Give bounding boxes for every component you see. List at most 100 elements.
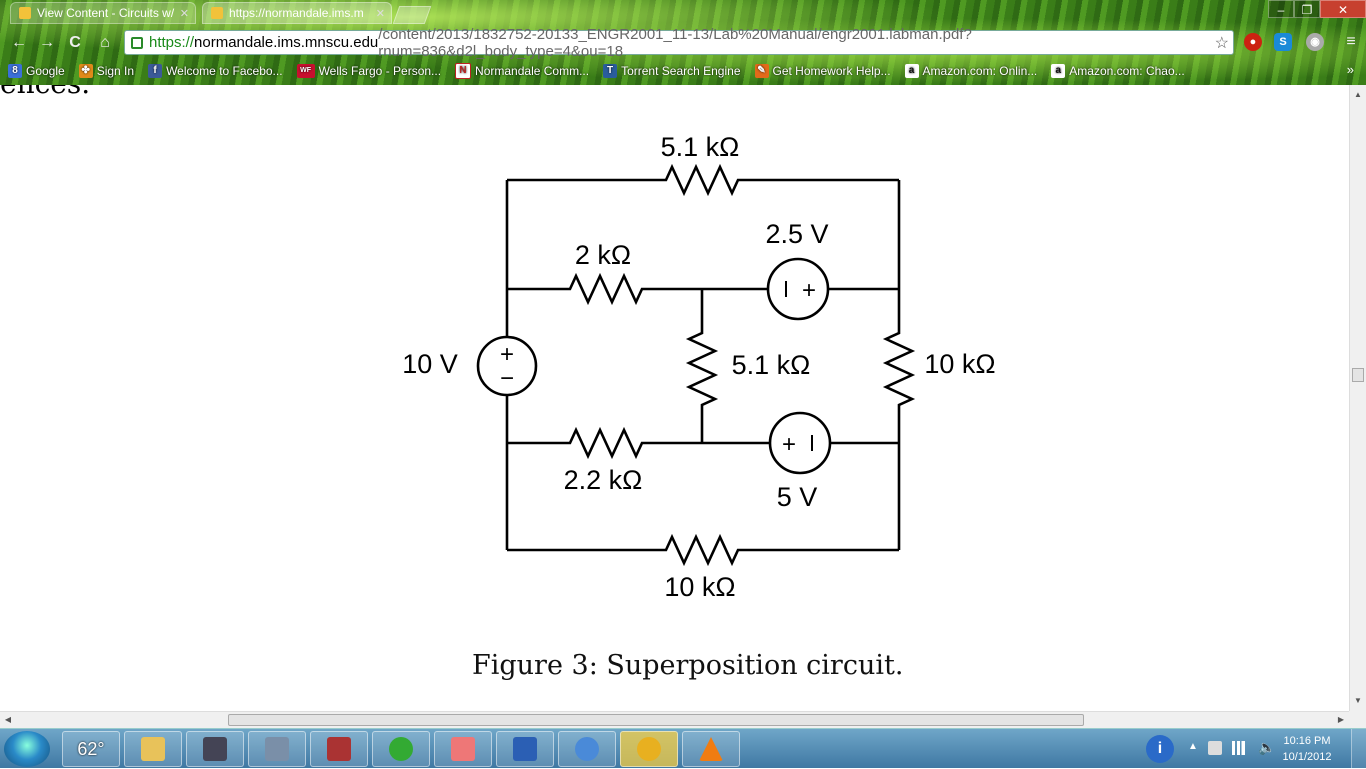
tray-device-icon[interactable]: [1208, 741, 1222, 755]
tab-view-content[interactable]: View Content - Circuits w/ ✕: [10, 2, 196, 24]
app-icon: [451, 737, 475, 761]
taskbar-music[interactable]: [186, 731, 244, 767]
bookmarks-overflow-icon[interactable]: »: [1346, 62, 1354, 77]
horizontal-scrollbar[interactable]: ◀ ▶: [0, 711, 1349, 728]
bookmark-homework-help[interactable]: ✎Get Homework Help...: [754, 64, 891, 78]
wire-mid-lower: [507, 426, 770, 460]
bookmark-star-icon[interactable]: ☆: [1214, 34, 1229, 52]
tab-pdf[interactable]: https://normandale.ims.m ✕: [202, 2, 392, 24]
wire-top: [507, 163, 899, 197]
tab-close-icon[interactable]: ✕: [375, 7, 385, 20]
source-10v: [476, 335, 538, 397]
tray-expand-icon[interactable]: ▲: [1188, 741, 1198, 752]
sun-favicon-icon: [211, 7, 223, 19]
label-v-2-5: 2.5 V: [765, 219, 828, 249]
vlc-icon: [699, 737, 723, 761]
network-icon: [265, 737, 289, 761]
scroll-down-icon[interactable]: ▼: [1354, 696, 1362, 705]
pdf-viewer: ences. +: [0, 85, 1349, 711]
adblock-icon[interactable]: ●: [1244, 33, 1262, 51]
start-button[interactable]: [4, 731, 50, 767]
minimize-button[interactable]: –: [1268, 0, 1294, 18]
taskbar-itunes[interactable]: [558, 731, 616, 767]
label-r-top: 5.1 kΩ: [661, 132, 740, 162]
forward-icon[interactable]: →: [39, 34, 55, 51]
taskbar-winrar[interactable]: [310, 731, 368, 767]
info-icon[interactable]: i: [1146, 735, 1174, 763]
label-r-2-2k: 2.2 kΩ: [564, 465, 643, 495]
scrollbar-corner: [1349, 711, 1366, 728]
system-clock[interactable]: 10:16 PM 10/1/2012: [1272, 733, 1342, 765]
taskbar-utorrent[interactable]: [372, 731, 430, 767]
menu-icon[interactable]: ≡: [1346, 33, 1356, 50]
vertical-scrollbar[interactable]: ▲ ▼: [1349, 85, 1366, 711]
scroll-right-icon[interactable]: ▶: [1337, 715, 1345, 724]
home-icon[interactable]: ⌂: [100, 34, 110, 51]
address-bar[interactable]: https:// normandale.ims.mnscu.edu /conte…: [124, 26, 1234, 60]
source-5v: [768, 411, 832, 475]
sun-favicon-icon: [19, 7, 31, 19]
amazon-icon: a: [904, 64, 919, 78]
url-path: /content/2013/1832752-20133_ENGR2001_11-…: [378, 25, 972, 60]
taskbar-app[interactable]: [434, 731, 492, 767]
taskbar-weather-gadget[interactable]: 62°: [62, 731, 120, 767]
taskbar-word[interactable]: [496, 731, 554, 767]
tab-title: https://normandale.ims.m: [229, 6, 364, 20]
tab-close-icon[interactable]: ✕: [179, 7, 189, 20]
vertical-scroll-thumb[interactable]: [1352, 368, 1364, 382]
winrar-icon: [327, 737, 351, 761]
label-v-10: 10 V: [402, 349, 458, 379]
taskbar-chrome[interactable]: [620, 731, 678, 767]
wire-mid-upper: [507, 272, 768, 306]
source-2-5v-plus: +: [802, 277, 816, 304]
taskbar-network[interactable]: [248, 731, 306, 767]
show-desktop-button[interactable]: [1351, 729, 1366, 769]
itunes-icon: [575, 737, 599, 761]
source-5v-plus: +: [782, 431, 796, 458]
chrome-icon: [637, 737, 661, 761]
clock-time: 10:16 PM: [1283, 735, 1331, 747]
music-note-icon: [203, 737, 227, 761]
new-tab-button[interactable]: [392, 6, 432, 24]
skype-icon[interactable]: S: [1274, 33, 1292, 51]
reload-icon[interactable]: C: [69, 34, 81, 51]
wire-bottom: [507, 533, 899, 567]
scroll-left-icon[interactable]: ◀: [4, 715, 12, 724]
back-icon[interactable]: ←: [11, 34, 27, 51]
weather-temperature: 62°: [77, 738, 105, 759]
superposition-circuit-diagram: + − + + 5.1 kΩ 2 kΩ 2.5 V 10 V 5.1 kΩ 10…: [402, 132, 995, 602]
clock-date: 10/1/2012: [1282, 751, 1332, 763]
horizontal-scroll-thumb[interactable]: [228, 714, 1084, 726]
bookmark-sign-in[interactable]: ✤Sign In: [78, 64, 134, 78]
close-window-button[interactable]: ✕: [1320, 0, 1366, 18]
browser-chrome: View Content - Circuits w/ ✕ https://nor…: [0, 0, 1366, 85]
taskbar-explorer[interactable]: [124, 731, 182, 767]
google-icon: 8: [8, 64, 22, 78]
maximize-button[interactable]: ❐: [1294, 0, 1320, 18]
windows-live-icon: ✤: [78, 64, 93, 78]
windows-taskbar: 62° i ▲ 🔈 10:16 PM 10/1/2012: [0, 728, 1366, 769]
source-10v-plus: +: [500, 341, 514, 368]
lock-icon: [131, 36, 143, 49]
scroll-up-icon[interactable]: ▲: [1354, 90, 1362, 99]
volume-icon[interactable]: 🔈: [1258, 739, 1276, 755]
eye-icon[interactable]: ◉: [1306, 33, 1324, 51]
signal-strength-icon[interactable]: [1232, 741, 1248, 755]
folder-icon: [141, 737, 165, 761]
utorrent-icon: [389, 737, 413, 761]
facebook-icon: f: [148, 64, 163, 78]
taskbar-vlc[interactable]: [682, 731, 740, 767]
wells-fargo-icon: WF: [296, 64, 315, 78]
amazon-icon: a: [1051, 64, 1066, 78]
wire-center-vertical: [685, 289, 719, 443]
label-v-5: 5 V: [777, 482, 818, 512]
label-r-bottom: 10 kΩ: [664, 572, 735, 602]
